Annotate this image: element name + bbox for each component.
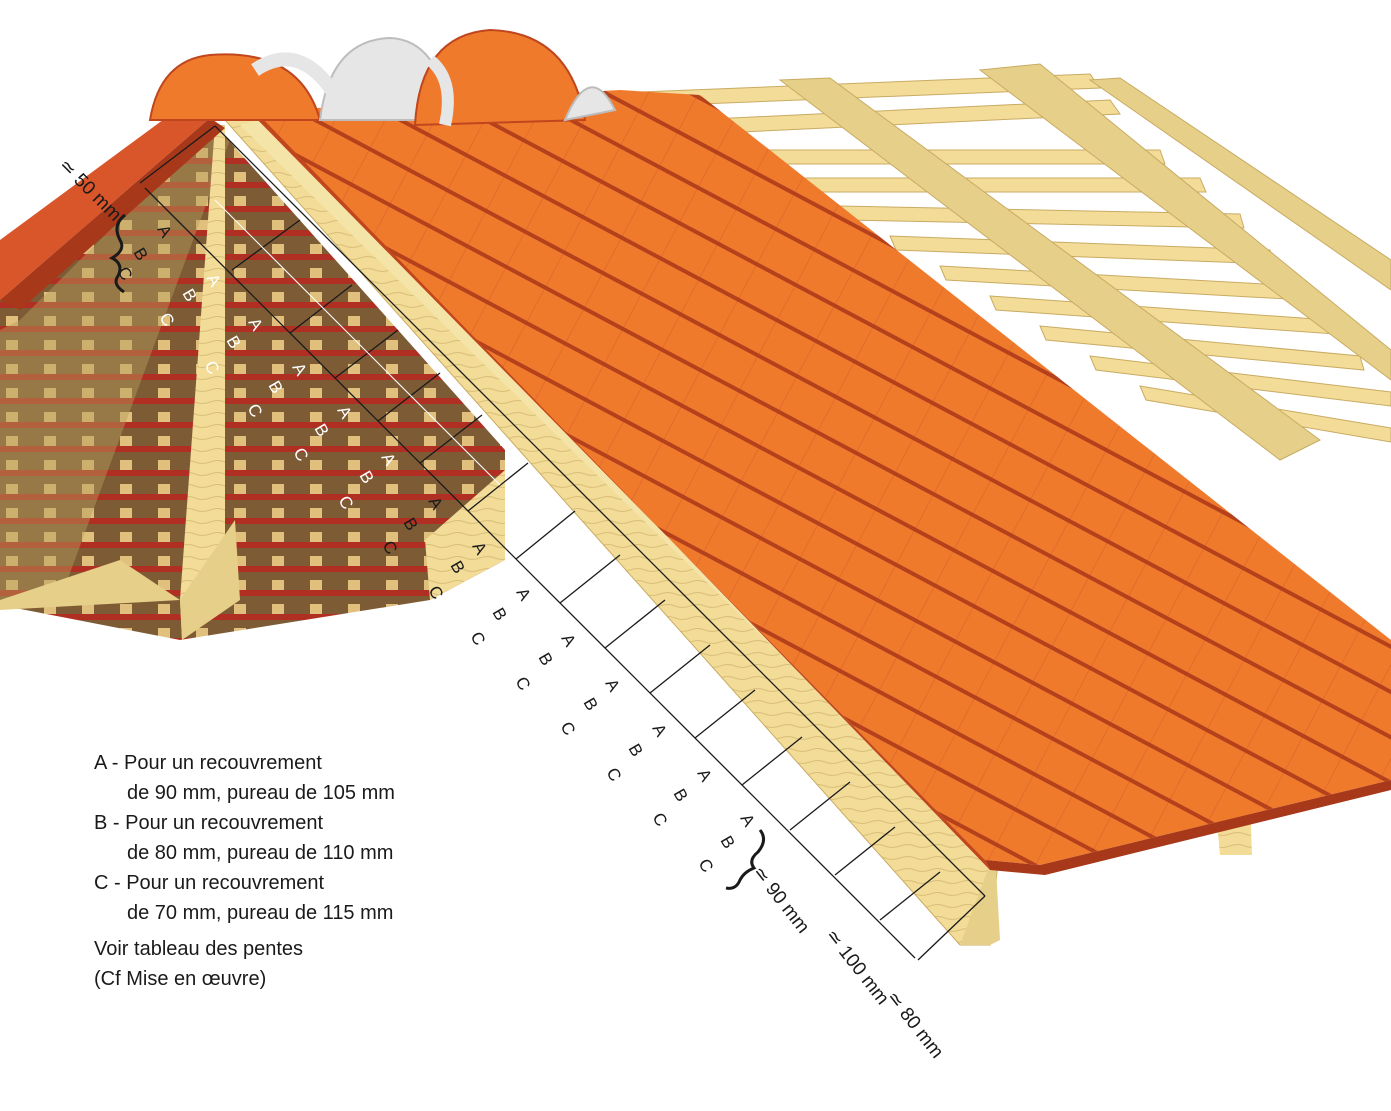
- svg-text:B: B: [670, 786, 692, 805]
- legend-a-line2: de 90 mm, pureau de 105 mm: [127, 782, 395, 804]
- svg-text:A: A: [513, 585, 535, 605]
- svg-text:B: B: [489, 605, 511, 624]
- svg-text:B: B: [717, 833, 739, 852]
- left-measurement-guide: [214, 199, 501, 486]
- svg-text:C: C: [649, 810, 672, 830]
- svg-text:B: B: [625, 741, 647, 760]
- svg-text:≃ 90 mm: ≃ 90 mm: [748, 862, 813, 937]
- legend-b-line2: de 80 mm, pureau de 110 mm: [127, 842, 394, 864]
- svg-text:B: B: [535, 650, 557, 669]
- main-roof-slope: [250, 90, 1391, 875]
- svg-text:C: C: [512, 674, 535, 694]
- legend-c-line2: de 70 mm, pureau de 115 mm: [127, 902, 394, 924]
- svg-text:A: A: [649, 721, 671, 741]
- svg-text:A: A: [602, 676, 624, 696]
- exposed-battens: [590, 60, 1391, 470]
- svg-text:C: C: [557, 719, 580, 739]
- legend-note-line2: (Cf Mise en œuvre): [94, 968, 267, 990]
- svg-text:A: A: [558, 631, 580, 651]
- measurement-guide: [139, 125, 986, 961]
- svg-text:C: C: [467, 629, 490, 649]
- svg-text:≃ 80 mm: ≃ 80 mm: [882, 987, 947, 1062]
- svg-text:C: C: [603, 765, 626, 785]
- ridge-tiles: [148, 28, 617, 127]
- legend-note-line1: Voir tableau des pentes: [94, 938, 304, 960]
- svg-text:A: A: [737, 811, 759, 831]
- interior-rafters: [0, 125, 505, 640]
- svg-text:A: A: [694, 766, 716, 786]
- svg-text:B: B: [580, 695, 602, 714]
- svg-text:≃ 100 mm: ≃ 100 mm: [821, 925, 893, 1009]
- left-roof-slope: [0, 100, 225, 310]
- legend-b-line1: B - Pour un recouvrement: [94, 812, 323, 834]
- legend: A - Pour un recouvrement de 90 mm, purea…: [94, 748, 454, 994]
- svg-text:C: C: [695, 856, 718, 876]
- legend-a-line1: A - Pour un recouvrement: [94, 752, 322, 774]
- legend-c-line1: C - Pour un recouvrement: [94, 872, 325, 894]
